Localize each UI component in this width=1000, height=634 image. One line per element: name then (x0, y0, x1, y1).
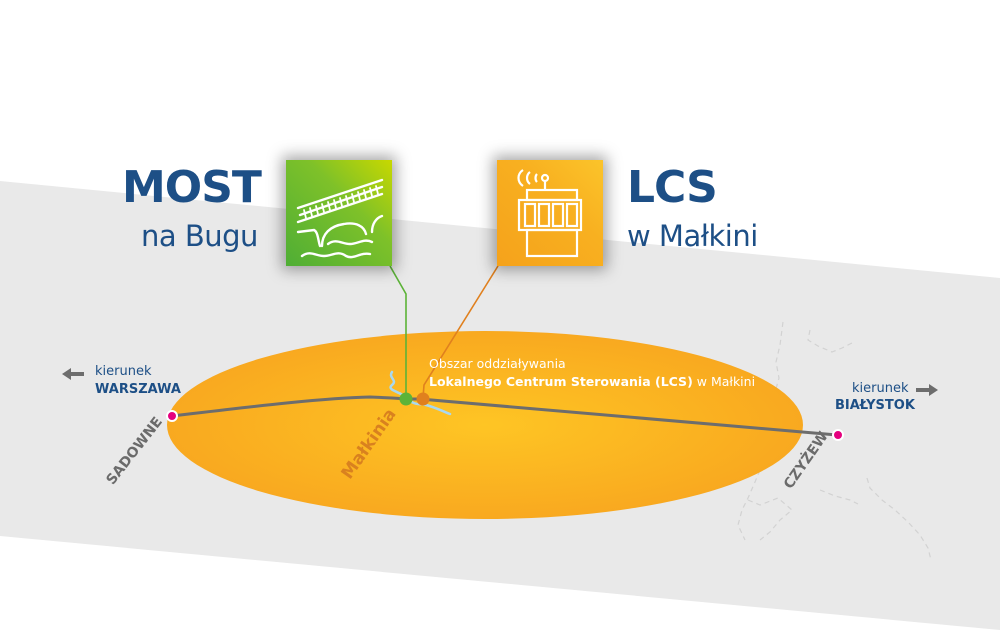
area-label-line2: Lokalnego Centrum Sterowania (LCS) w Mał… (429, 374, 755, 389)
station-dot-sadowne[interactable] (166, 410, 178, 422)
area-label-line1: Obszar oddziaływania (429, 356, 566, 371)
control-tower-icon (517, 169, 583, 258)
bridge-over-river-icon (296, 178, 384, 259)
area-label-rest: w Małkini (692, 374, 756, 389)
lcs-marker[interactable] (416, 392, 430, 406)
direction-west-prefix: kierunek (95, 364, 152, 379)
station-dot-czyzew[interactable] (832, 429, 844, 441)
railway-line (171, 395, 838, 437)
impact-area-ellipse (167, 331, 803, 519)
direction-east-city[interactable]: BIAŁYSTOK (835, 398, 915, 413)
control-center-tile[interactable] (497, 160, 603, 266)
arrow-left-icon (62, 368, 84, 380)
most-connector-line (389, 265, 407, 398)
direction-east-prefix: kierunek (852, 381, 909, 396)
lcs-subtitle: w Małkini (627, 219, 758, 253)
bridge-marker[interactable] (399, 392, 413, 406)
most-title: MOST (122, 162, 262, 213)
direction-west-city[interactable]: WARSZAWA (95, 382, 181, 397)
most-subtitle: na Bugu (141, 219, 258, 253)
lcs-title: LCS (627, 162, 718, 213)
bridge-tile[interactable] (286, 160, 392, 266)
arrow-right-icon (916, 384, 938, 396)
area-label-bold: Lokalnego Centrum Sterowania (LCS) (429, 374, 693, 389)
